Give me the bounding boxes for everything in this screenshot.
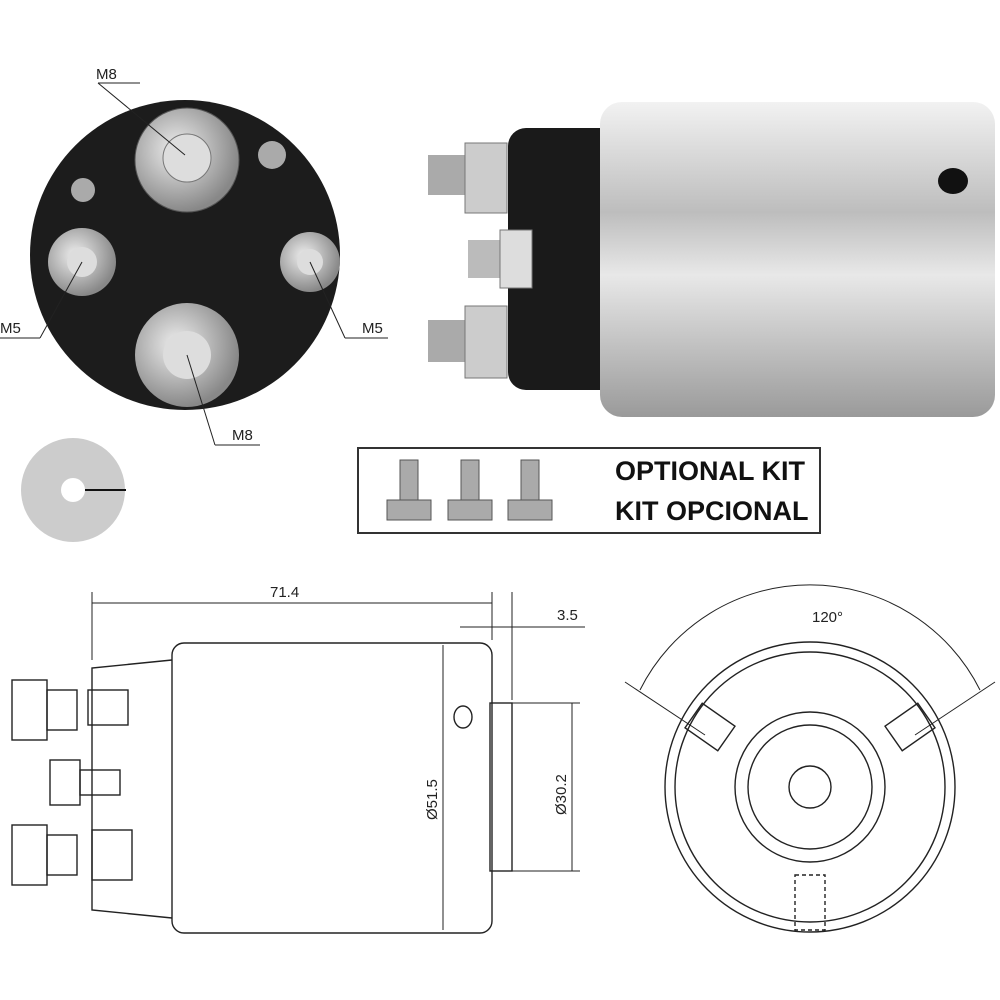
terminal-end-view: M8 M5 M5 M8 [0,66,388,446]
label-m8-bottom: M8 [232,427,253,444]
side-dimension-drawing: 71.4 3.5 Ø51.5 Ø30.2 [11,584,585,934]
dim-length: 71.4 [270,584,299,601]
label-m5-left: M5 [0,320,21,337]
front-dimension-drawing: 120° [624,584,996,933]
label-m5-right: M5 [362,320,383,337]
optional-kit-box: OPTIONAL KIT KIT OPCIONAL [357,447,821,534]
kit-label-en: OPTIONAL KIT [615,456,806,486]
tag-disc [21,438,126,542]
dim-body-diameter: Ø51.5 [424,779,441,820]
kit-label-es: KIT OPCIONAL [615,496,809,526]
label-m8-top: M8 [96,66,117,83]
dim-angle: 120° [812,609,843,626]
dim-flange: 3.5 [557,607,578,624]
dim-nose-diameter: Ø30.2 [553,774,570,815]
solenoid-side-photo [428,102,995,417]
